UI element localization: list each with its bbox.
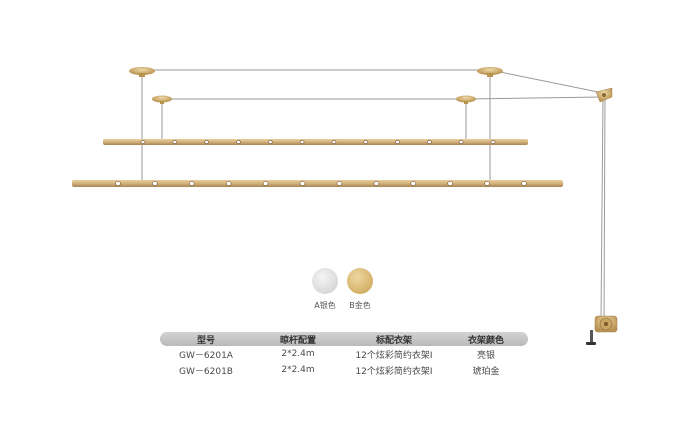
ceiling-mount-2 [477, 67, 503, 77]
crank-wires [600, 95, 606, 321]
hanger-rod-back [103, 139, 528, 145]
header-rod-config: 晾杆配置 [279, 335, 316, 346]
cell-standard-hanger: 12个炫彩简约衣架I [355, 366, 433, 377]
rod-hanger-hole [225, 181, 232, 186]
table-header: 型号 晾杆配置 标配衣架 衣架颜色 [160, 332, 528, 346]
header-standard-hanger: 标配衣架 [375, 335, 412, 346]
cell-rod-config: 2*2.4m [281, 365, 315, 375]
ceiling-cables [142, 69, 604, 100]
ceiling-mount-4 [456, 95, 476, 104]
cell-hanger-color: 亮银 [476, 350, 495, 361]
suspension-wires [141, 76, 491, 182]
rod-hanger-hole [189, 181, 195, 186]
rod-hanger-hole [336, 181, 343, 186]
rod-hanger-hole [458, 140, 464, 144]
rod-hanger-hole [267, 140, 273, 144]
cell-model: GW－6201A [179, 350, 233, 361]
ceiling-mount-1 [129, 67, 155, 77]
gold-color-swatch [347, 268, 373, 294]
cell-hanger-color: 琥珀金 [472, 366, 500, 377]
header-model: 型号 [196, 335, 215, 346]
rod-hanger-hole [204, 140, 209, 144]
spec-table: 型号 晾杆配置 标配衣架 衣架颜色 GW－6201A 2*2.4m 12个炫彩简… [160, 332, 528, 378]
rod-hanger-hole [373, 181, 380, 186]
rod-hanger-hole [427, 140, 432, 144]
swatch-silver-label: A银色 [314, 301, 336, 310]
rod-hanger-hole [484, 181, 490, 186]
swatch-gold-option: B金色 [340, 268, 380, 311]
rod-hanger-hole [236, 140, 241, 144]
silver-color-swatch [312, 268, 338, 294]
cell-standard-hanger: 12个炫彩简约衣架I [355, 350, 433, 361]
rod-hanger-hole [152, 181, 158, 186]
hanger-rod-front [72, 180, 563, 187]
hand-crank [586, 315, 618, 345]
rod-hanger-hole [363, 140, 369, 144]
rod-hanger-hole [490, 140, 496, 144]
rod-hanger-hole [299, 181, 306, 186]
rod-hanger-hole [331, 140, 337, 144]
corner-pulley [595, 87, 613, 103]
table-row: GW－6201A 2*2.4m 12个炫彩简约衣架I 亮银 [160, 346, 528, 362]
ceiling-mount-3 [152, 95, 172, 104]
rod-hanger-hole [262, 181, 269, 186]
rod-hanger-hole [395, 140, 400, 144]
rod-hanger-hole [115, 181, 121, 186]
swatch-silver-option: A银色 [305, 268, 345, 311]
cell-model: GW－6201B [179, 366, 233, 377]
rod-hanger-hole [521, 181, 527, 186]
rod-hanger-hole [140, 140, 146, 144]
rod-hanger-holes-front [115, 181, 527, 186]
swatch-gold-label: B金色 [349, 301, 371, 310]
header-hanger-color: 衣架颜色 [467, 335, 504, 346]
cell-rod-config: 2*2.4m [281, 349, 315, 359]
table-row: GW－6201B 2*2.4m 12个炫彩简约衣架I 琥珀金 [160, 362, 528, 378]
rod-hanger-hole [299, 140, 305, 144]
rod-hanger-hole [447, 181, 453, 186]
rod-hanger-hole [410, 181, 417, 186]
rod-hanger-holes-back [140, 140, 496, 144]
rod-hanger-hole [172, 140, 178, 144]
